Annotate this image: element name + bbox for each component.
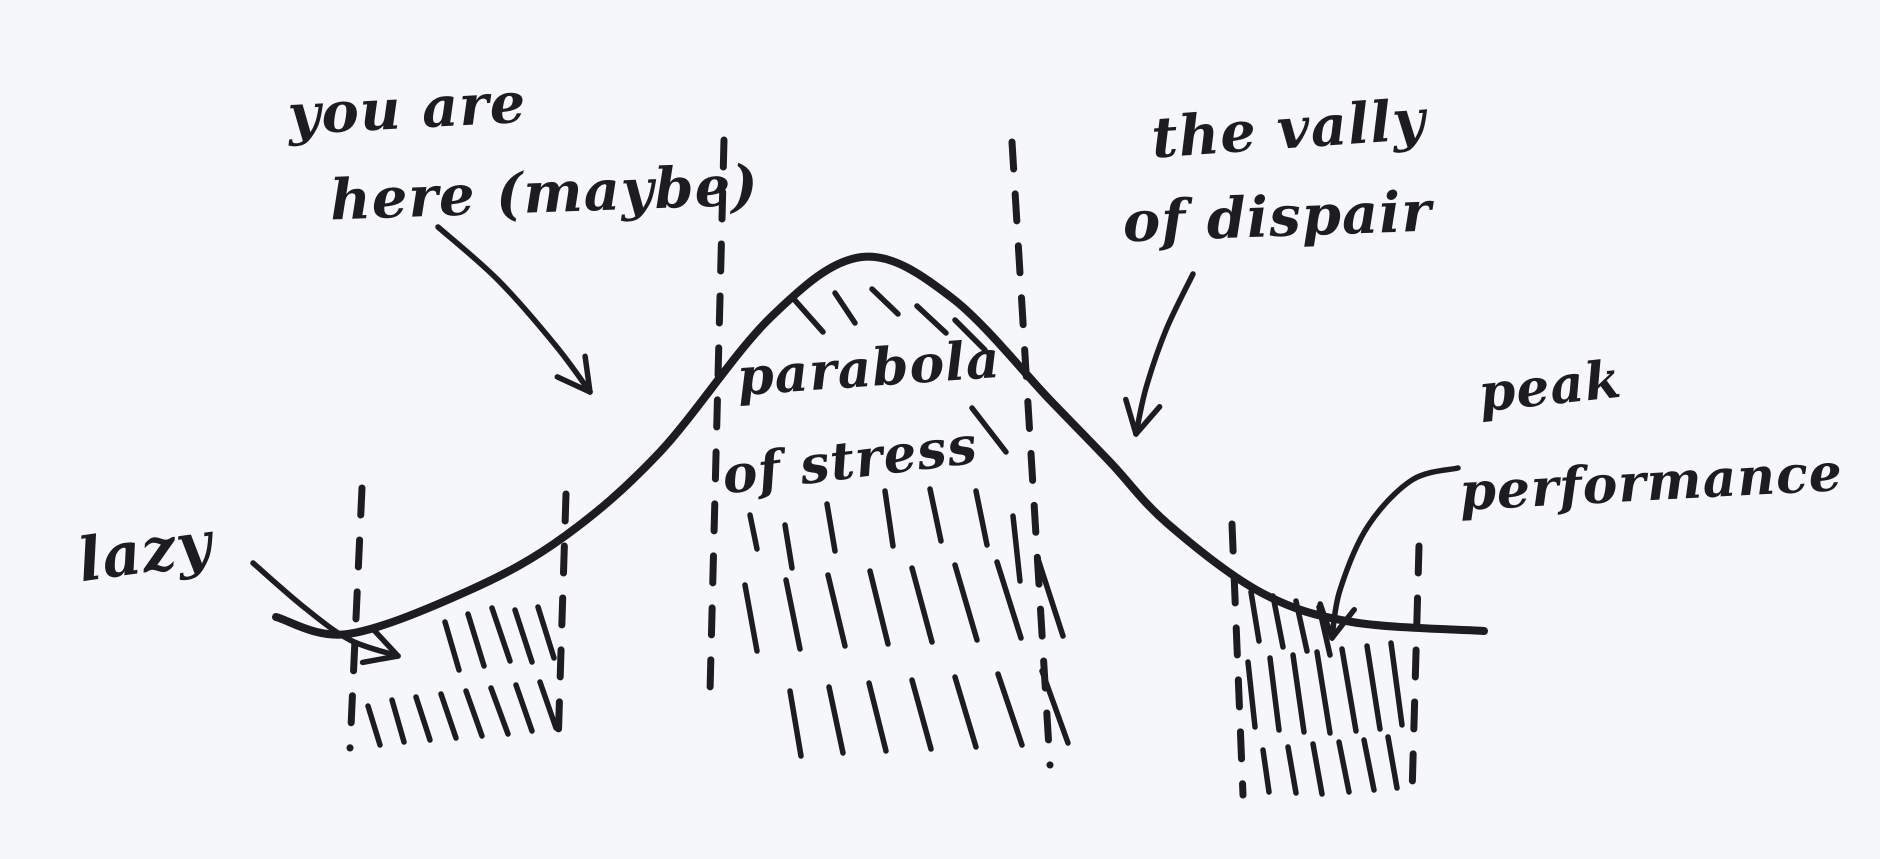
you-are-here-arrow-head [554,374,593,395]
hatch-stroke [927,486,944,544]
you-are-here-arrow-head [582,353,593,395]
lazy-arrow [250,560,401,666]
hatch-stroke [1035,556,1066,639]
hatch-stroke [1260,747,1272,795]
bell-curve-path [272,252,1488,639]
annotation-arrows [250,224,1461,666]
valley-arrow-head [1133,404,1163,437]
dashed-boundary-line-3 [706,136,728,696]
hatch-stroke [995,671,1025,748]
hatch-stroke [869,286,901,317]
hatch-stroke [512,607,535,665]
label-you-are-line2: here (maybe) [329,153,760,234]
hatch-stroke [489,605,513,664]
hatch-stroke [535,604,557,661]
hatch-stroke [973,488,990,548]
hatch-stroke [463,688,485,739]
lazy-arrow-shaft [250,560,401,659]
hatch-stroke [1364,643,1383,732]
hatch-region-left [365,604,559,748]
hatch-stroke [783,577,803,652]
you-are-here-arrow [435,224,593,395]
valley-arrow-head [1123,396,1139,437]
hatch-region-right [1245,589,1405,797]
hatch-stroke [465,611,487,669]
hatch-stroke [1388,640,1405,728]
hatch-stroke [824,501,838,554]
hatch-region-center [742,286,1071,759]
hatch-stroke [1385,734,1400,791]
label-parabola-line1: parabola [735,329,1002,408]
hatch-stroke [1248,589,1262,644]
bell-curve [272,252,1488,639]
lazy-arrow-head [359,653,401,666]
label-peak-line2: performance [1458,442,1844,523]
hatch-stroke [882,488,896,549]
hatch-stroke [1361,737,1377,793]
hatch-stroke [952,674,979,750]
dashed-boundary-line-2 [554,490,570,750]
hatch-stroke [969,405,1009,455]
peak-arrow-shaft [1329,465,1461,641]
hatch-stroke [826,684,846,756]
hatch-stroke [389,697,407,745]
hatch-stroke [1010,513,1023,584]
dashed-boundary-line-6 [1408,542,1423,799]
hatch-stroke [994,559,1024,641]
hatch-stroke [747,512,760,552]
valley-arrow [1123,271,1196,437]
hatch-stroke [825,572,848,649]
hatch-stroke [789,294,826,335]
hatch-stroke [1314,649,1333,736]
hatch-stroke [742,582,760,654]
hatch-stroke [1339,646,1359,734]
hatch-stroke [1039,668,1071,746]
hatch-stroke [365,703,383,748]
you-are-here-arrow-shaft [435,224,593,395]
hatch-stroke [832,290,858,326]
dashed-boundary-line-4 [1008,138,1054,769]
label-parabola-line2: of stress [719,415,981,507]
hatch-stroke [1267,655,1282,733]
hatch-stroke [909,677,934,752]
hatch-stroke [537,679,559,731]
labels: you are here (maybe) the vally of dispai… [74,70,1845,596]
peak-arrow-head [1317,601,1335,641]
hatch-stroke [442,619,462,673]
label-valley-line2: of dispair [1122,179,1436,256]
hatch-stroke [1245,659,1258,730]
label-valley-line1: the vally [1149,86,1430,171]
lazy-arrow-head [370,626,401,659]
hatch-stroke [787,688,804,759]
label-you-are-line1: you are [284,70,528,148]
label-peak-line1: peak [1476,349,1625,425]
hatch-stroke [867,568,891,647]
peak-arrow-head [1329,606,1357,641]
hatch-stroke [513,682,535,734]
hatch-stroke [1270,593,1286,650]
label-lazy: lazy [74,508,220,596]
hatch-stroke [952,317,988,353]
hatch-stroke [909,565,935,645]
hatch-stroke [1290,652,1307,735]
hatch-stroke [782,522,795,571]
hatch-stroke [866,680,889,754]
hatch-stroke [1336,739,1352,795]
hatch-stroke [413,694,433,743]
hatch-stroke [1310,741,1325,797]
dashed-boundary-line-5 [1228,520,1247,799]
hatch-stroke [1285,744,1299,796]
hatch-stroke [914,303,949,336]
valley-arrow-shaft [1133,271,1196,437]
hatch-stroke [438,691,459,741]
hatch-stroke [952,562,980,643]
peak-arrow [1317,465,1461,641]
dashed-region-boundaries [346,136,1423,799]
hatch-stroke [488,685,511,737]
dashed-boundary-line-1 [346,484,366,752]
